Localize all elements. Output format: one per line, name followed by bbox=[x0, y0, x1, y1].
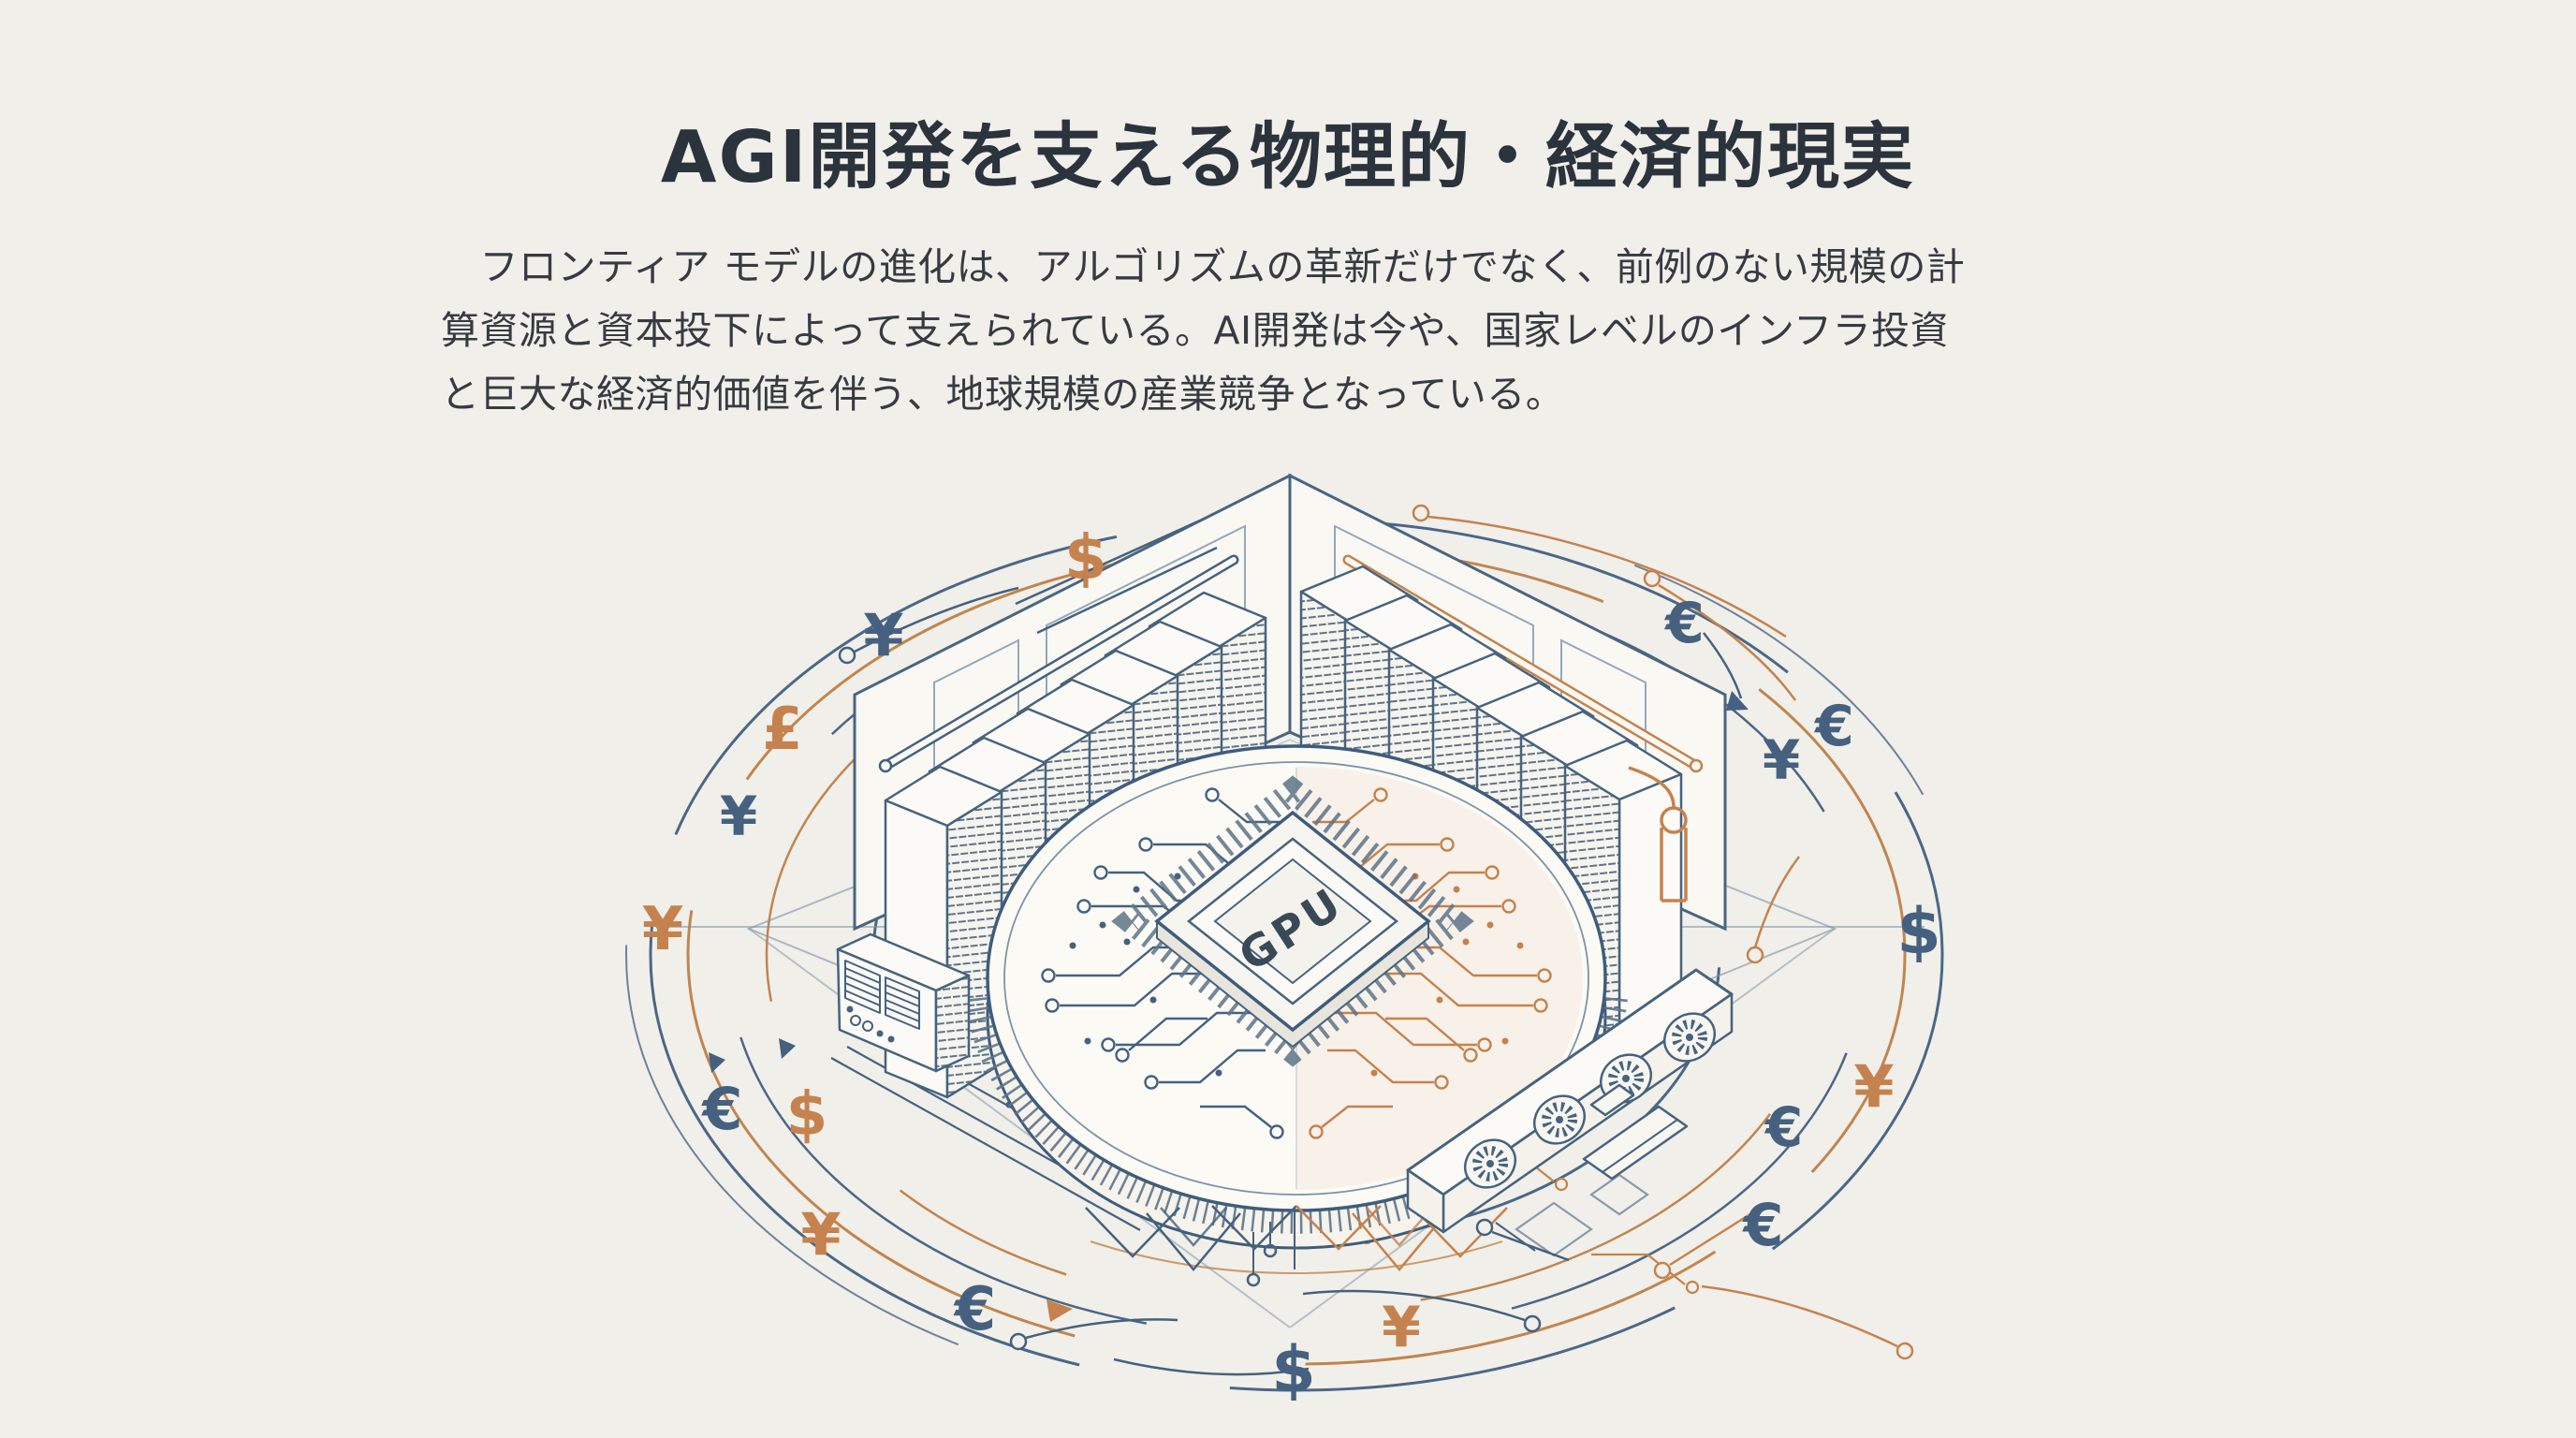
currency-symbol-¥: ¥ bbox=[1382, 1295, 1421, 1360]
currency-symbol-¥: ¥ bbox=[1763, 728, 1800, 792]
header: AGI開発を支える物理的・経済的現実 フロンティア モデルの進化は、アルゴリズム… bbox=[0, 0, 2576, 426]
currency-symbol-$: $ bbox=[1064, 521, 1107, 594]
control-console bbox=[836, 932, 971, 1073]
currency-symbol-€: € bbox=[1764, 1095, 1803, 1159]
currency-symbol-€: € bbox=[1663, 591, 1705, 656]
currency-symbol-¥: ¥ bbox=[1853, 1052, 1894, 1121]
lede-line-2: 算資源と資本投下によって支えられている。AI開発は今や、国家レベルのインフラ投資 bbox=[441, 308, 1950, 353]
currency-symbol-¥: ¥ bbox=[863, 601, 903, 669]
cooling-pipes bbox=[1628, 766, 1688, 902]
lede-line-3: と巨大な経済的価値を伴う、地球規模の産業競争となっている。 bbox=[441, 372, 1565, 417]
currency-symbols: $¥£¥¥€$¥€$¥€€¥$¥€€ bbox=[642, 521, 1941, 1407]
chip-pins bbox=[1111, 775, 1474, 1067]
currency-symbol-€: € bbox=[1813, 694, 1854, 759]
currency-symbol-¥: ¥ bbox=[720, 785, 757, 848]
currency-symbol-€: € bbox=[1741, 1191, 1783, 1259]
gpu-card bbox=[1406, 968, 1734, 1252]
page-title: AGI開発を支える物理的・経済的現実 bbox=[660, 116, 1916, 199]
connector-traces bbox=[709, 504, 1914, 1376]
card-fans bbox=[1463, 1012, 1717, 1189]
currency-symbol-€: € bbox=[700, 1075, 742, 1143]
currency-symbol-¥: ¥ bbox=[642, 895, 684, 964]
floor-chevrons bbox=[1085, 1205, 1508, 1287]
currency-symbol-$: $ bbox=[786, 1080, 828, 1150]
currency-symbol-$: $ bbox=[1896, 895, 1940, 969]
card-bracket bbox=[1582, 1083, 1689, 1181]
lede-paragraph: フロンティア モデルの進化は、アルゴリズムの革新だけでなく、前例のない規模の計 … bbox=[441, 235, 2135, 426]
lede-line-1: フロンティア モデルの進化は、アルゴリズムの革新だけでなく、前例のない規模の計 bbox=[441, 244, 1966, 289]
currency-symbol-£: £ bbox=[762, 695, 802, 763]
currency-symbol-$: $ bbox=[1271, 1333, 1315, 1407]
currency-symbol-¥: ¥ bbox=[800, 1200, 841, 1269]
currency-symbol-€: € bbox=[953, 1275, 997, 1344]
gpu-chip: GPU bbox=[1111, 775, 1474, 1067]
